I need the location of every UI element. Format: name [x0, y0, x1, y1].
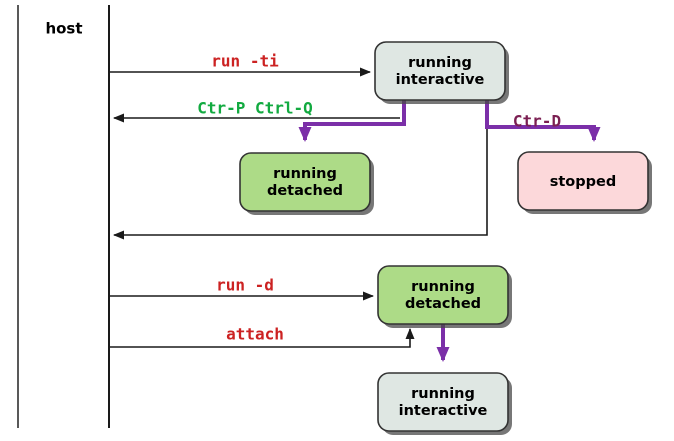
edge-label-ctr-d: Ctr-D: [513, 112, 561, 131]
edge-label-run-ti: run -ti: [211, 52, 279, 71]
edge-interactive-return-path: [113, 100, 488, 240]
edge-attach: [110, 328, 415, 348]
node-label-line2: interactive: [396, 72, 485, 88]
edge-ctrd-purple-path: [485, 100, 601, 142]
node-label-line1: stopped: [550, 174, 617, 190]
node-running-detached-bottom[interactable]: running detached: [377, 265, 512, 328]
node-label-line1: running: [408, 55, 472, 71]
node-label-line1: running: [411, 279, 475, 295]
node-running-detached-top[interactable]: running detached: [239, 152, 374, 215]
lifelines: [17, 5, 110, 428]
node-label-line1: running: [411, 386, 475, 402]
edge-ctrd-purple: [485, 100, 601, 142]
host-label: host: [45, 20, 82, 38]
node-running-interactive-bottom[interactable]: running interactive: [377, 372, 512, 435]
edge-label-run-d: run -d: [216, 276, 274, 295]
node-stopped[interactable]: stopped: [517, 151, 652, 214]
edge-label-ctrp-ctrlq: Ctr-P Ctrl-Q: [197, 99, 313, 118]
edge-interactive-to-host-return: [113, 100, 488, 240]
node-box[interactable]: [239, 152, 371, 212]
node-running-interactive-top[interactable]: running interactive: [374, 41, 509, 104]
node-label-line2: interactive: [399, 403, 488, 419]
edge-label-attach: attach: [226, 325, 284, 344]
node-box[interactable]: [377, 372, 509, 432]
node-label-line2: detached: [267, 183, 343, 199]
node-box[interactable]: [374, 41, 506, 101]
node-label-line1: running: [273, 166, 337, 182]
edge-detach-purple-path: [298, 100, 406, 142]
edge-detach-purple: [298, 100, 406, 142]
node-box[interactable]: [517, 151, 649, 211]
node-box[interactable]: [377, 265, 509, 325]
node-label-line2: detached: [405, 296, 481, 312]
edge-attach-path: [110, 328, 415, 348]
